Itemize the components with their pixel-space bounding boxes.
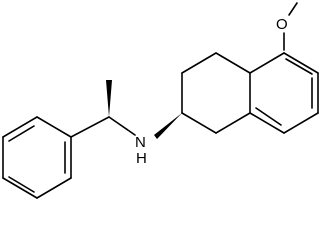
phenyl-ring: [2, 116, 72, 199]
aromatic-bond: [2, 177, 38, 199]
aromatic-double-bond: [8, 176, 35, 193]
aromatic-bond: [36, 116, 72, 138]
oxygen-atom-label: O: [276, 16, 288, 33]
methyl-o-bond: [288, 2, 298, 16]
stereo-wedge-bond-ring: [154, 113, 182, 139]
aromatic-bond: [249, 112, 285, 134]
aromatic-bond: [283, 52, 319, 74]
stereo-wedge-bond-methyl: [106, 80, 112, 117]
n-chiral-carbon-bond: [108, 116, 136, 136]
hydrogen-atom-label: H: [136, 150, 147, 167]
nitrogen-atom-label: N: [135, 134, 146, 151]
aromatic-double-bond: [8, 125, 35, 142]
tetralin-aromatic-ring: [249, 52, 319, 134]
chiral-carbon-phenyl-bond: [70, 116, 110, 138]
amine-group: N H: [135, 134, 147, 167]
ring-bond: [215, 52, 251, 74]
aromatic-bond: [36, 177, 72, 199]
ring-bond: [181, 112, 217, 134]
aromatic-bond: [249, 52, 285, 74]
chemical-structure: O N H: [2, 2, 319, 199]
aromatic-bond: [2, 116, 38, 138]
methoxy-group: O: [276, 2, 298, 51]
tetralin-saturated-ring: [181, 52, 251, 134]
ring-bond: [215, 112, 251, 134]
ring-bond: [181, 52, 217, 74]
aromatic-double-bond: [255, 107, 282, 126]
aromatic-double-bond: [285, 58, 313, 75]
aromatic-bond: [283, 112, 319, 134]
